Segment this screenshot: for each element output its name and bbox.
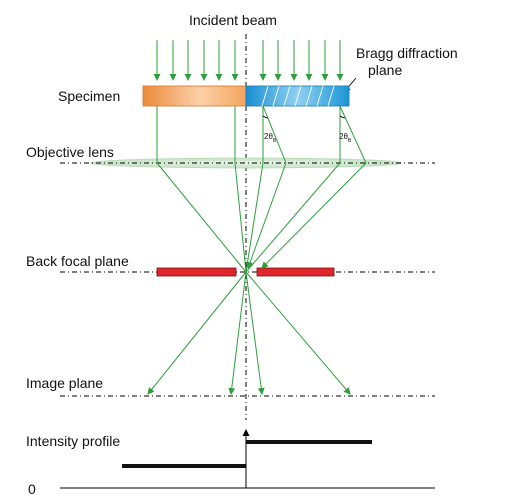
- angle-arc-left: [262, 115, 269, 119]
- incident-beam-label: Incident beam: [189, 12, 277, 28]
- aperture-right: [256, 267, 335, 277]
- image-plane-label: Image plane: [26, 375, 103, 391]
- objective-lens: [89, 157, 403, 169]
- intensity-profile-label: Intensity profile: [26, 433, 120, 449]
- bragg-plane-label-line1: Bragg diffraction: [356, 45, 458, 61]
- angle-arc-right: [339, 115, 346, 119]
- angle-label-left: 2θB: [264, 132, 277, 144]
- incident-beam-arrows: [153, 40, 344, 81]
- specimen-region-left: [142, 85, 247, 107]
- ray-paths: [147, 105, 367, 395]
- objective-lens-label: Objective lens: [26, 144, 114, 160]
- zero-label: 0: [28, 481, 36, 497]
- bragg-planes: [261, 85, 335, 107]
- specimen-label: Specimen: [58, 88, 120, 104]
- back-focal-plane-label: Back focal plane: [26, 253, 129, 269]
- specimen-region-right: [245, 85, 350, 107]
- aperture-left: [156, 267, 237, 277]
- bragg-plane-label-line2: plane: [368, 62, 402, 78]
- angle-label-right: 2θB: [339, 132, 352, 144]
